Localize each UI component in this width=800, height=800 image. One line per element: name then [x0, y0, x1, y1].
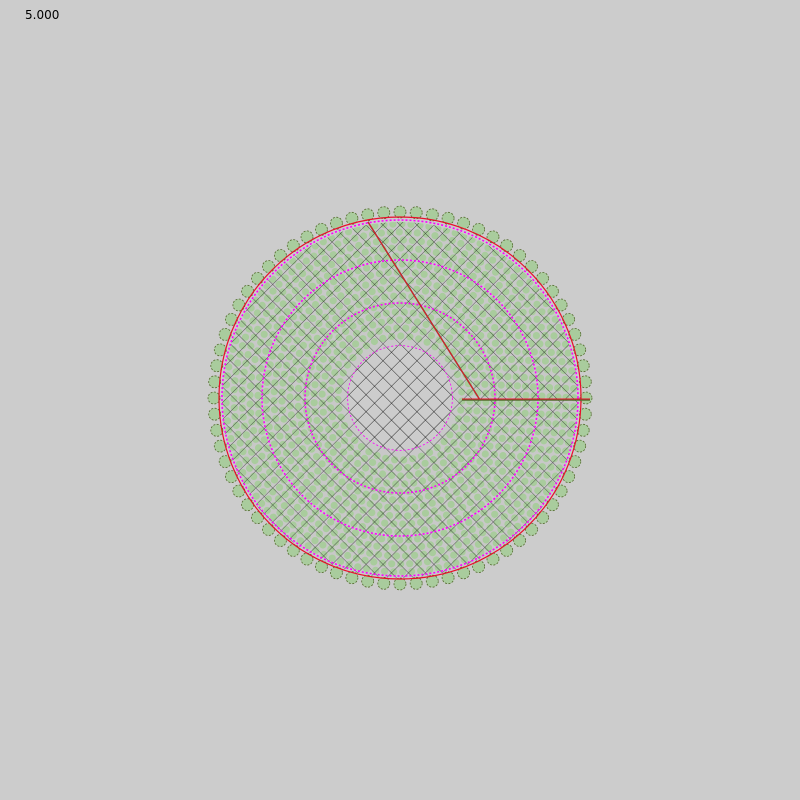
boundary-cell	[251, 511, 264, 524]
boundary-cell	[576, 359, 590, 373]
boundary-cell	[300, 230, 314, 244]
pointer-lines	[367, 221, 590, 401]
boundary-cell	[536, 271, 549, 285]
boundary-cell	[213, 343, 227, 357]
ring-2	[304, 302, 496, 494]
inner-hatched-region	[348, 346, 452, 450]
boundary-cell	[513, 534, 526, 547]
boundary-cell	[486, 230, 500, 244]
boundary-cell	[425, 574, 439, 588]
boundary-cell	[546, 284, 559, 298]
boundary-cell	[361, 574, 375, 588]
boundary-cell	[286, 544, 300, 557]
boundary-ring	[218, 216, 582, 580]
boundary-cell	[500, 239, 514, 253]
boundary-cell	[472, 222, 486, 236]
boundary-cell	[568, 455, 582, 469]
boundary-cell	[576, 423, 590, 437]
boundary-cell	[441, 571, 455, 585]
boundary-cell	[241, 284, 255, 298]
boundary-cell	[409, 576, 423, 590]
boundary-cell	[361, 208, 375, 222]
boundary-cell	[208, 375, 222, 389]
boundary-cell	[218, 327, 232, 341]
boundary-cell	[578, 407, 592, 421]
pointer-line-diagonal	[367, 221, 481, 401]
boundary-cell	[568, 327, 582, 341]
boundary-cell	[409, 206, 423, 220]
boundary-cell	[314, 222, 328, 236]
boundary-cell	[573, 439, 587, 453]
boundary-cell	[262, 260, 275, 273]
boundary-cell	[393, 205, 407, 219]
boundary-cell	[513, 249, 526, 262]
boundary-cell	[213, 439, 227, 453]
ring-3	[261, 259, 539, 537]
boundary-cell	[573, 343, 587, 357]
boundary-cell	[425, 208, 439, 222]
boundary-cell	[579, 391, 593, 405]
boundary-cell	[578, 375, 592, 389]
boundary-cell	[314, 560, 328, 573]
value-readout: 5.000	[25, 8, 60, 22]
boundary-cell	[241, 498, 255, 512]
boundary-cell	[210, 359, 224, 373]
boundary-cell	[251, 271, 264, 285]
boundary-cells	[207, 205, 593, 591]
boundary-cell	[500, 544, 514, 557]
boundary-cell	[300, 552, 314, 566]
boundary-cell	[207, 391, 221, 405]
boundary-cell	[546, 498, 559, 512]
boundary-cell	[262, 523, 275, 536]
boundary-cell	[218, 455, 232, 469]
boundary-cell	[210, 423, 224, 437]
boundary-cell	[329, 566, 343, 580]
boundary-cell	[486, 552, 500, 566]
boundary-cell	[329, 216, 343, 230]
ring-4	[221, 219, 579, 577]
boundary-cell	[525, 260, 538, 273]
boundary-cell	[472, 560, 486, 573]
boundary-cell	[208, 407, 222, 421]
boundary-cell	[441, 211, 455, 225]
boundary-cell	[232, 298, 246, 312]
boundary-cell	[554, 484, 568, 498]
boundary-cell	[457, 216, 471, 230]
boundary-cell	[345, 571, 359, 585]
boundary-cell	[525, 523, 538, 536]
boundary-cell	[554, 298, 568, 312]
mesh-disc	[221, 219, 579, 578]
boundary-cell	[273, 249, 287, 262]
boundary-cell	[273, 534, 287, 547]
boundary-cell	[457, 566, 471, 580]
boundary-cell	[393, 577, 407, 591]
boundary-cell	[377, 576, 391, 590]
boundary-cell	[536, 511, 549, 524]
boundary-cell	[286, 239, 300, 253]
boundary-cell	[377, 206, 391, 220]
boundary-cell	[232, 484, 246, 498]
boundary-cell	[345, 211, 359, 225]
